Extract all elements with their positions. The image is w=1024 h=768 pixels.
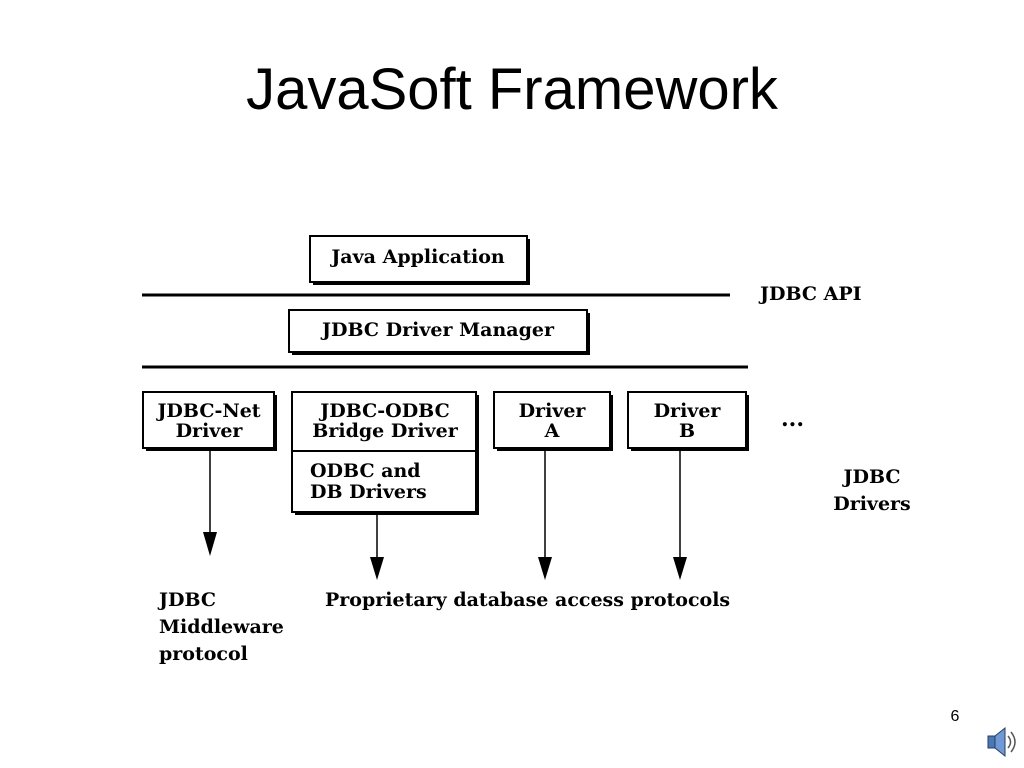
jdbc-net-driver-line1: JDBC-Net xyxy=(155,400,260,422)
jdbc-odbc-line2: Bridge Driver xyxy=(312,420,458,442)
java-application-box: Java Application xyxy=(309,235,530,285)
jdbc-drivers-label-line1: JDBC xyxy=(842,466,901,488)
driver-b-line2: B xyxy=(679,420,695,442)
slide-title: JavaSoft Framework xyxy=(246,57,778,122)
arrow-driver-b xyxy=(673,451,687,580)
driver-a-line1: Driver xyxy=(519,400,587,422)
middleware-label-line2: Middleware xyxy=(159,616,284,638)
speaker-icon[interactable] xyxy=(987,726,1016,758)
driver-a-box: Driver A xyxy=(493,391,613,451)
jdbc-odbc-bridge-box: JDBC-ODBC Bridge Driver ODBC and DB Driv… xyxy=(291,391,479,515)
driver-a-line2: A xyxy=(544,420,560,442)
jdbc-net-driver-box: JDBC-Net Driver xyxy=(142,391,277,451)
more-drivers-ellipsis: ... xyxy=(781,406,804,432)
driver-manager-label: JDBC Driver Manager xyxy=(320,319,555,341)
arrow-jdbc-net xyxy=(203,451,217,556)
proprietary-protocols-label: Proprietary database access protocols xyxy=(325,589,730,611)
page-number: 6 xyxy=(950,708,960,725)
jdbc-api-label: JDBC API xyxy=(758,283,862,305)
jdbc-drivers-label-line2: Drivers xyxy=(833,493,911,515)
driver-manager-box: JDBC Driver Manager xyxy=(288,309,590,355)
arrow-driver-a xyxy=(538,451,552,580)
driver-b-line1: Driver xyxy=(654,400,722,422)
jdbc-net-driver-line2: Driver xyxy=(176,420,244,442)
odbc-db-line1: ODBC and xyxy=(310,460,421,482)
odbc-db-line2: DB Drivers xyxy=(310,481,427,503)
arrow-odbc-db xyxy=(370,515,384,580)
middleware-label-line1: JDBC xyxy=(157,589,216,611)
driver-b-box: Driver B xyxy=(627,391,749,451)
middleware-label-line3: protocol xyxy=(159,643,248,665)
java-application-label: Java Application xyxy=(329,246,505,268)
jdbc-odbc-line1: JDBC-ODBC xyxy=(318,400,449,422)
